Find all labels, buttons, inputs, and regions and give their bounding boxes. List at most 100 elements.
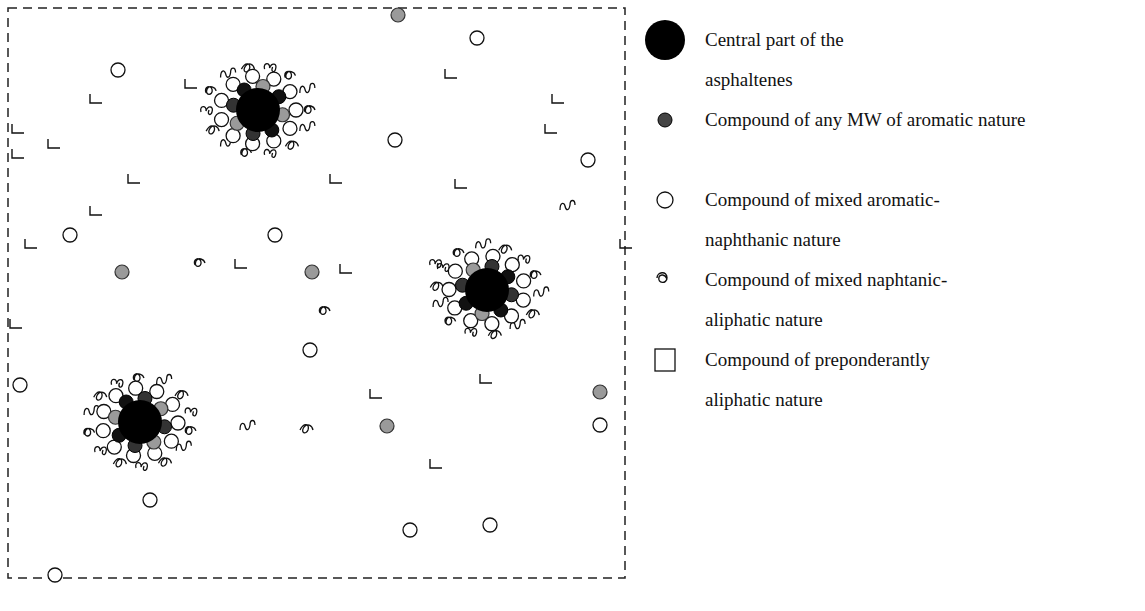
aliphatic-mark — [12, 149, 24, 158]
naphthenic-aliphatic-mark — [285, 141, 298, 149]
aliphatic-mark — [185, 79, 197, 88]
naphthenic-aliphatic-mark — [264, 150, 276, 158]
aromatic-naphthenic-circle — [48, 568, 62, 582]
aliphatic-mark — [90, 206, 102, 215]
aromatic-naphthenic-circle — [111, 63, 125, 77]
aromatic-dot — [593, 385, 607, 399]
aromatic-dot — [115, 265, 129, 279]
naphthenic-aliphatic-mark — [206, 126, 219, 134]
legend-label: Compound of preponderantly aliphatic nat… — [705, 340, 970, 420]
naphthenic-aliphatic-mark — [499, 245, 512, 253]
naphthenic-aliphatic-mark — [445, 317, 456, 325]
aromatic-naphthenic-circle — [581, 153, 595, 167]
aromatic-naphthenic-circle — [517, 274, 531, 288]
naphthenic-aliphatic-mark — [285, 71, 296, 79]
naphthenic-aliphatic-mark — [526, 310, 539, 318]
aromatic-dot — [305, 265, 319, 279]
aromatic-naphthenic-circle — [171, 416, 185, 430]
aliphatic-mark — [330, 174, 342, 183]
naphthenic-aliphatic-mark — [518, 255, 530, 263]
aromatic-naphthenic-circle — [13, 378, 27, 392]
aromatic-naphthenic-circle — [215, 113, 229, 127]
legend-label: Compound of mixed naphtanic-aliphatic na… — [705, 260, 950, 340]
naphthenic-aliphatic-mark — [488, 330, 501, 338]
aromatic-dot — [380, 419, 394, 433]
aliphatic-mark — [445, 69, 457, 78]
naphthenic-aliphatic-mark — [136, 463, 148, 471]
aliphatic-mark — [620, 239, 632, 248]
aromatic-naphthenic-circle — [143, 493, 157, 507]
naphthenic-aliphatic-mark — [175, 391, 188, 399]
naphthenic-aliphatic-mark — [300, 122, 315, 132]
naphthenic-aliphatic-mark — [111, 379, 123, 387]
naphthenic-aliphatic-mark — [560, 201, 575, 211]
aromatic-dot — [391, 8, 405, 22]
legend-symbol — [657, 192, 673, 208]
naphthenic-aliphatic-mark — [437, 264, 449, 272]
naphthenic-aliphatic-mark — [300, 83, 315, 93]
naphthenic-aliphatic-mark — [158, 458, 171, 466]
naphthenic-aliphatic-mark — [133, 374, 144, 382]
aromatic-naphthenic-circle — [283, 121, 297, 135]
aromatic-naphthenic-circle — [448, 264, 462, 278]
naphthenic-aliphatic-mark — [264, 64, 276, 72]
aliphatic-mark — [12, 124, 24, 133]
naphthenic-aliphatic-mark — [157, 374, 172, 384]
aliphatic-mark — [128, 174, 140, 183]
asphaltene-core — [236, 88, 280, 132]
aliphatic-mark — [340, 264, 352, 273]
aromatic-naphthenic-circle — [442, 283, 456, 297]
naphthenic-aliphatic-mark — [95, 447, 107, 455]
naphthenic-aliphatic-mark — [304, 106, 315, 114]
aromatic-naphthenic-circle — [96, 424, 110, 438]
naphthenic-aliphatic-mark — [221, 68, 236, 78]
naphthenic-aliphatic-mark — [201, 107, 213, 115]
aliphatic-mark — [552, 94, 564, 103]
legend-symbol — [658, 113, 672, 127]
legend-label: Compound of mixed aromatic- naphthanic n… — [705, 180, 950, 260]
aliphatic-mark — [90, 94, 102, 103]
aromatic-naphthenic-circle — [164, 434, 178, 448]
legend-label: Compound of any MW of aromatic nature — [705, 100, 1035, 140]
legend-label: Central part of the asphaltenes — [705, 20, 895, 100]
naphthenic-aliphatic-mark — [240, 421, 255, 431]
aliphatic-mark — [430, 459, 442, 468]
naphthenic-aliphatic-mark — [453, 249, 464, 257]
asphaltene-core — [118, 400, 162, 444]
aromatic-naphthenic-circle — [63, 228, 77, 242]
naphthenic-aliphatic-mark — [465, 328, 477, 336]
naphthenic-aliphatic-mark — [94, 392, 107, 400]
naphthenic-aliphatic-mark — [300, 425, 313, 433]
naphthenic-aliphatic-mark — [185, 427, 196, 435]
aliphatic-mark — [235, 259, 247, 268]
naphthenic-aliphatic-mark — [433, 297, 448, 307]
aliphatic-mark — [10, 319, 22, 328]
naphthenic-aliphatic-mark — [113, 459, 126, 467]
asphaltene-core — [645, 20, 685, 60]
aromatic-naphthenic-circle — [483, 518, 497, 532]
aromatic-naphthenic-circle — [303, 343, 317, 357]
aliphatic-mark — [455, 179, 467, 188]
naphthenic-aliphatic-mark — [84, 428, 95, 436]
aromatic-naphthenic-circle — [470, 31, 484, 45]
aromatic-naphthenic-circle — [268, 228, 282, 242]
dashed-frame — [8, 8, 625, 578]
naphthenic-aliphatic-mark — [530, 271, 541, 279]
legend-symbol — [655, 349, 675, 371]
naphthenic-aliphatic-mark — [534, 287, 549, 297]
aliphatic-mark — [480, 374, 492, 383]
naphthenic-aliphatic-mark — [430, 282, 443, 290]
aliphatic-mark — [370, 389, 382, 398]
naphthenic-aliphatic-mark — [205, 87, 216, 95]
aromatic-naphthenic-circle — [403, 523, 417, 537]
naphthenic-aliphatic-mark — [319, 307, 330, 315]
aliphatic-mark — [48, 139, 60, 148]
naphthenic-aliphatic-mark — [476, 239, 491, 249]
legend-symbol — [657, 273, 667, 283]
naphthenic-aliphatic-mark — [185, 408, 197, 416]
aromatic-naphthenic-circle — [593, 418, 607, 432]
aliphatic-mark — [545, 124, 557, 133]
aliphatic-mark — [25, 239, 37, 248]
aromatic-naphthenic-circle — [388, 133, 402, 147]
